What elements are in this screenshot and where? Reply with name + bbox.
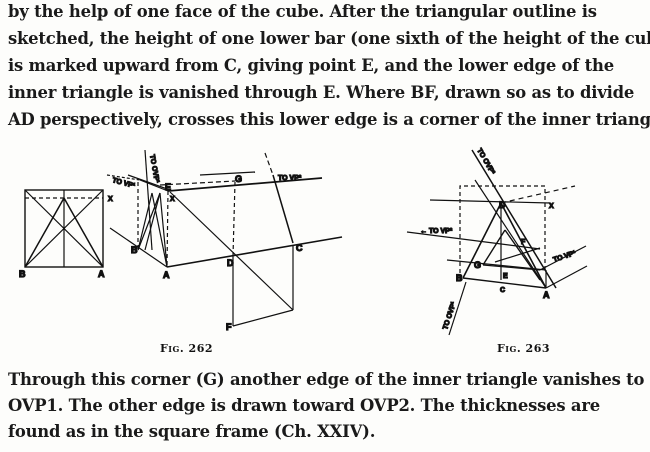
text-line: found as in the square frame (Ch. XXIV). — [8, 422, 376, 441]
text-line: Through this corner (G) another edge of … — [8, 370, 645, 389]
label: F — [521, 239, 526, 246]
figure-263-drawing — [406, 149, 588, 336]
figure-263-caption: Fig. 263 — [497, 342, 551, 355]
label: A — [543, 290, 550, 300]
label: B — [19, 269, 26, 279]
text-line: OVP1. The other edge is drawn toward OVP… — [8, 396, 601, 415]
label: C — [296, 243, 303, 253]
label: D — [499, 200, 506, 210]
label: X — [108, 196, 113, 203]
label: E — [503, 273, 508, 280]
label: X — [170, 196, 175, 203]
text-line: AD perspectively, crosses this lower edg… — [8, 110, 650, 129]
label: C — [500, 287, 505, 294]
label: A — [163, 270, 170, 280]
label: B — [456, 273, 463, 283]
label: A — [98, 269, 105, 279]
label: G — [474, 260, 481, 270]
label: G — [235, 174, 242, 184]
label: B — [131, 245, 138, 255]
label: F — [226, 322, 232, 332]
label: ← TO VP² — [420, 228, 453, 235]
label: TO VP² — [278, 175, 302, 182]
text-line: sketched, the height of one lower bar (o… — [8, 29, 650, 48]
figure-262-drawing — [24, 149, 343, 327]
label: X — [549, 203, 554, 210]
label: TO VP¹ — [552, 250, 577, 264]
text-line: by the help of one face of the cube. Aft… — [8, 2, 597, 21]
label: E — [165, 182, 171, 192]
text-line: inner triangle is vanished through E. Wh… — [8, 83, 635, 102]
figure-262-caption: Fig. 262 — [160, 342, 214, 355]
text-line: is marked upward from C, giving point E,… — [8, 56, 614, 75]
label: TO OVP¹ — [148, 154, 160, 184]
label: D — [227, 258, 234, 268]
